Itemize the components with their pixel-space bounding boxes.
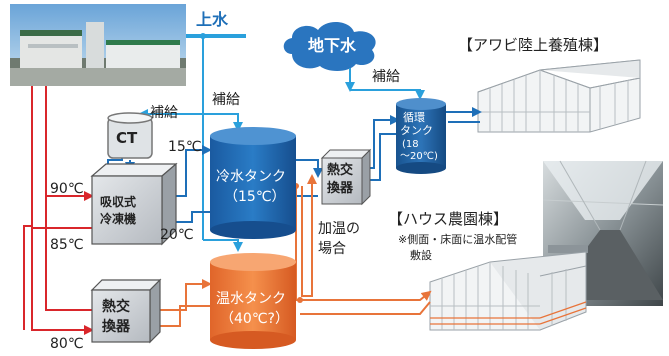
water-supply-pipes (138, 33, 425, 252)
supply-label-ct: 補給 (150, 105, 178, 121)
absorption-chiller (90, 162, 178, 246)
temp-15-label: 15℃ (168, 139, 202, 155)
lower-heat-exchanger-label-line-1: 熱交 (102, 299, 130, 315)
hot-tank-label-line-1: 温水タンク (216, 291, 286, 307)
hot-tank-label-line-2: （40℃?） (220, 311, 289, 327)
cold-tank-label-line-1: 冷水タンク (216, 169, 286, 185)
factory-photo (10, 4, 186, 86)
house-note-line-2: 敷設 (410, 249, 432, 262)
house-farm-greenhouse (429, 251, 587, 331)
temp-90-label: 90℃ (50, 181, 84, 197)
cold-tank-label-line-2: （15℃） (224, 189, 286, 205)
circulation-tank (396, 98, 446, 174)
cold-water-tank (210, 127, 296, 239)
groundwater-label: 地下水 (308, 36, 357, 55)
hot-pipes (23, 86, 94, 335)
house-note-line-1: ※側面・床面に温水配管 (398, 233, 518, 246)
upper-heat-exchanger (320, 148, 372, 206)
heating-note-line-1: 加温の (318, 221, 360, 237)
circ-tank-label-line-2: タンク (400, 124, 433, 137)
heating-note-line-2: 場合 (318, 241, 346, 257)
circ-tank-label-line-3: (18 (402, 139, 419, 150)
supply-label-cold-tank: 補給 (212, 92, 240, 108)
chiller-label-line-2: 冷凍機 (100, 212, 137, 226)
lower-heat-exchanger (90, 278, 162, 344)
temp-85-label: 85℃ (50, 237, 84, 253)
water-supply-label: 上水 (196, 10, 229, 29)
house-farm-building-title: 【ハウス農園棟】 (388, 210, 509, 228)
supply-label-groundwater: 補給 (372, 69, 400, 85)
abalone-greenhouse (477, 59, 641, 133)
upper-heat-exchanger-label-line-1: 熱交 (327, 163, 354, 178)
ct-label: CT (116, 129, 138, 147)
lower-heat-exchanger-label-line-2: 換器 (102, 319, 130, 335)
hot-water-tank (210, 253, 296, 349)
chiller-label-line-1: 吸収式 (100, 195, 137, 209)
cold-pipes (107, 107, 482, 227)
groundwater-cloud (283, 21, 376, 71)
temp-20-label: 20℃ (160, 227, 194, 243)
temp-80-label: 80℃ (50, 336, 84, 352)
circ-tank-label-line-4: ～20℃) (400, 151, 438, 162)
greenhouse-interior-photo (542, 160, 664, 306)
circ-tank-label-line-1: 循環 (403, 111, 425, 124)
cooling-tower (107, 112, 153, 159)
abalone-building-title: 【アワビ陸上養殖棟】 (458, 36, 609, 54)
upper-heat-exchanger-label-line-2: 換器 (327, 181, 354, 196)
